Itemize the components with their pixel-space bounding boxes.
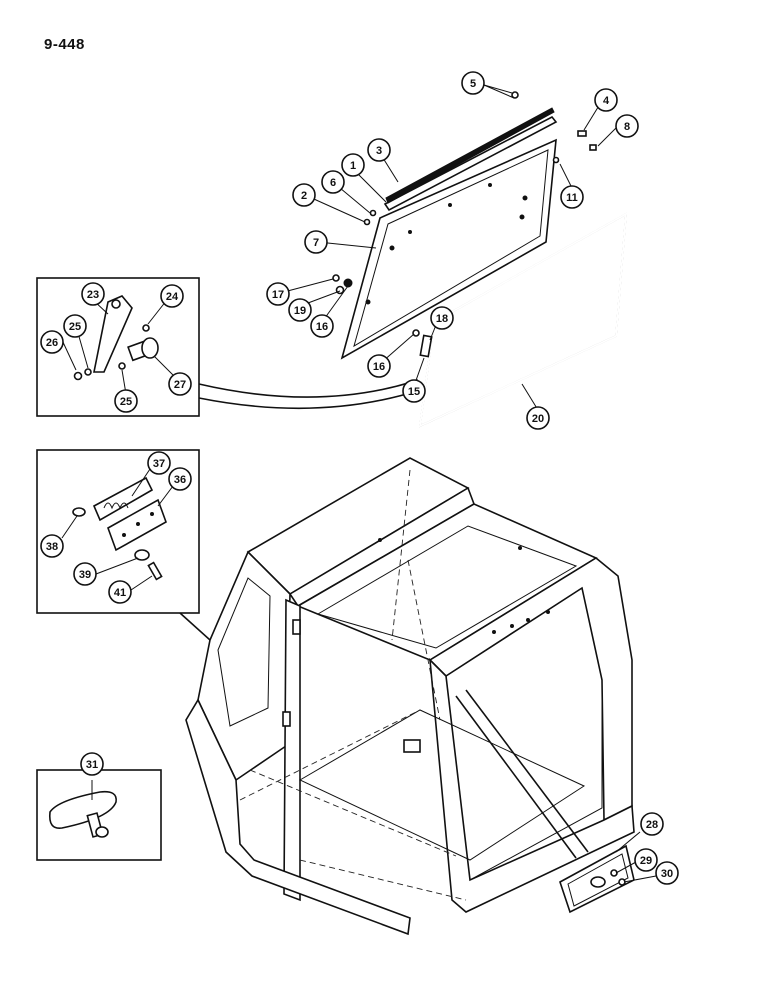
inset-bracket-box: [36, 449, 211, 641]
page-number: 9-448: [44, 36, 85, 53]
callout-38: 38: [40, 534, 64, 558]
svg-text:17: 17: [272, 289, 284, 301]
window-hinge-strip: [383, 107, 558, 212]
svg-text:3: 3: [376, 145, 382, 157]
svg-text:28: 28: [646, 819, 658, 831]
callout-3: 3: [367, 138, 391, 162]
svg-text:15: 15: [408, 386, 420, 398]
callout-31: 31: [80, 752, 104, 776]
callout-28: 28: [640, 812, 664, 836]
callout-29: 29: [634, 848, 658, 872]
callout-15: 15: [402, 379, 426, 403]
callout-41: 41: [108, 580, 132, 604]
callout-16-upper: 16: [310, 314, 334, 338]
window-latch-hardware: [332, 91, 597, 358]
svg-text:31: 31: [86, 759, 98, 771]
svg-text:26: 26: [46, 337, 58, 349]
svg-text:25: 25: [69, 321, 81, 333]
svg-text:19: 19: [294, 305, 306, 317]
svg-text:16: 16: [316, 321, 328, 333]
svg-text:11: 11: [566, 192, 578, 204]
callout-37: 37: [147, 451, 171, 475]
callout-20: 20: [526, 406, 550, 430]
callout-39: 39: [73, 562, 97, 586]
svg-text:39: 39: [79, 569, 91, 581]
svg-text:7: 7: [313, 237, 319, 249]
callout-25-upper: 25: [63, 314, 87, 338]
svg-text:25: 25: [120, 396, 132, 408]
callout-5: 5: [461, 71, 485, 95]
svg-text:38: 38: [46, 541, 58, 553]
inset-latch-box: [36, 277, 200, 417]
callout-27: 27: [168, 372, 192, 396]
svg-text:20: 20: [532, 413, 544, 425]
svg-text:30: 30: [661, 868, 673, 880]
callout-36: 36: [168, 467, 192, 491]
inset-mirror-box: [36, 769, 162, 861]
callout-18: 18: [430, 306, 454, 330]
inset-connector-band: [198, 379, 421, 410]
svg-text:27: 27: [174, 379, 186, 391]
svg-text:36: 36: [174, 474, 186, 486]
svg-text:4: 4: [603, 95, 610, 107]
callout-24: 24: [160, 284, 184, 308]
svg-text:24: 24: [166, 291, 179, 303]
svg-text:37: 37: [153, 458, 165, 470]
callout-4: 4: [594, 88, 618, 112]
svg-text:16: 16: [373, 361, 385, 373]
svg-text:18: 18: [436, 313, 448, 325]
svg-text:8: 8: [624, 121, 630, 133]
callout-7: 7: [304, 230, 328, 254]
callout-11: 11: [560, 185, 584, 209]
svg-text:1: 1: [350, 160, 356, 172]
callout-23: 23: [81, 282, 105, 306]
callout-1: 1: [341, 153, 365, 177]
callout-30: 30: [655, 861, 679, 885]
callout-2: 2: [292, 183, 316, 207]
callout-6: 6: [321, 170, 345, 194]
work-light: [559, 831, 657, 914]
callout-8: 8: [615, 114, 639, 138]
svg-text:23: 23: [87, 289, 99, 301]
callout-25-lower: 25: [114, 389, 138, 413]
rear-window-glass: [340, 138, 557, 360]
callout-26: 26: [40, 330, 64, 354]
callout-17: 17: [266, 282, 290, 306]
svg-text:41: 41: [114, 587, 126, 599]
svg-text:5: 5: [470, 78, 476, 90]
svg-text:2: 2: [301, 190, 307, 202]
svg-text:6: 6: [330, 177, 336, 189]
callout-16-lower: 16: [367, 354, 391, 378]
callout-19: 19: [288, 298, 312, 322]
svg-text:29: 29: [640, 855, 652, 867]
cab-frame: [185, 457, 635, 936]
